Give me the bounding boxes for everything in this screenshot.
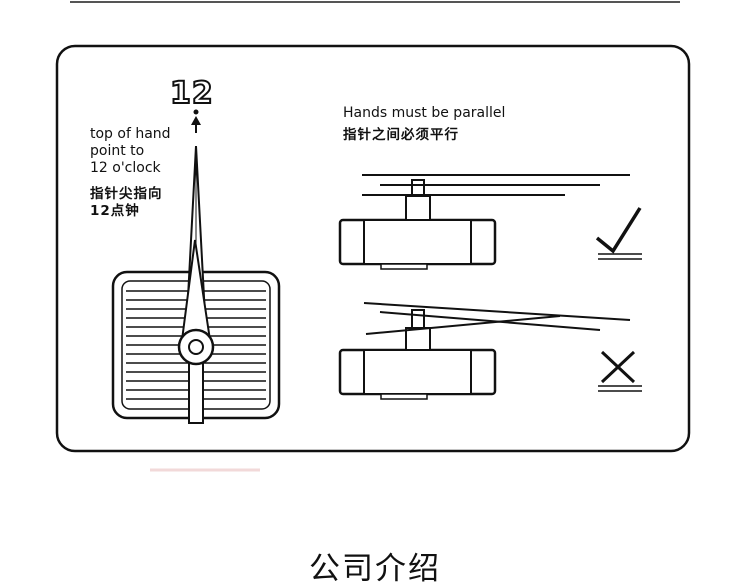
section-title: 公司介绍	[309, 551, 441, 587]
left-instruction-zh: 指针尖指向 12点钟	[90, 186, 163, 220]
diagram-frame	[55, 44, 691, 453]
movement-side-wrong	[338, 302, 631, 400]
right-instruction-en: Hands must be parallel	[343, 105, 506, 121]
hour-mark-12: 12	[169, 76, 214, 112]
clock-hands	[177, 145, 215, 424]
checkmark-icon	[595, 207, 642, 260]
arrow-up-icon	[191, 109, 201, 133]
left-instruction-zh-line: 指针尖指向	[90, 186, 163, 202]
left-instruction-en-line: point to	[90, 143, 145, 159]
movement-side-correct	[338, 174, 630, 270]
left-instruction-en-line: top of hand	[90, 126, 171, 142]
left-instruction-en-line: 12 o'clock	[90, 160, 161, 176]
left-instruction-zh-line: 12点钟	[90, 203, 140, 219]
right-instruction-zh: 指针之间必须平行	[343, 127, 459, 143]
left-instruction-en: top of hand point to 12 o'clock	[90, 126, 171, 177]
cross-icon	[598, 350, 642, 392]
